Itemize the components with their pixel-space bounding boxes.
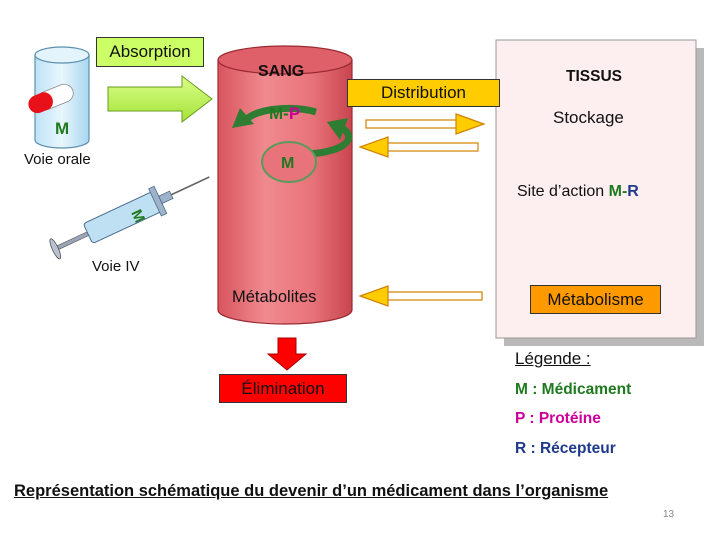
pill-icon (28, 83, 74, 114)
page-number: 13 (663, 509, 675, 520)
tissue-title: TISSUS (566, 68, 622, 85)
metabolism-arrow-left (358, 285, 483, 307)
complex-p: P (289, 104, 300, 123)
distribution-arrow-left (358, 136, 479, 158)
complex-m: M (269, 104, 283, 123)
complex-dash: - (283, 104, 289, 123)
blood-cylinder (217, 45, 353, 325)
site-action-prefix: Site d’action (517, 183, 609, 200)
cycle-arrowhead-left (232, 108, 254, 128)
iv-route-label: Voie IV (92, 258, 140, 275)
cycle-arrowhead-right (327, 118, 348, 140)
distribution-label: Distribution (347, 79, 500, 107)
absorption-arrow (107, 74, 213, 124)
blood-title: SANG (258, 63, 304, 80)
legend-item-proteine: P : Protéine (515, 410, 601, 427)
storage-label: Stockage (553, 108, 624, 127)
site-action-r: R (627, 183, 639, 200)
legend-item-recepteur: R : Récepteur (515, 440, 616, 457)
site-action-label: Site d’action M-R (517, 183, 639, 200)
site-action-dash: - (622, 183, 627, 200)
syringe-icon (49, 176, 210, 260)
absorption-label: Absorption (96, 37, 204, 67)
elimination-label: Élimination (219, 374, 347, 403)
elimination-arrow (266, 337, 308, 371)
figure-caption: Représentation schématique du devenir d’… (14, 482, 609, 500)
oral-pill-letter: M (55, 119, 69, 138)
legend-title: Légende : (515, 349, 591, 368)
metabolism-label: Métabolisme (530, 285, 661, 314)
legend-item-medicament: M : Médicament (515, 381, 632, 398)
complex-label: M-P (269, 104, 300, 123)
metabolites-label: Métabolites (232, 288, 316, 306)
free-drug-circle (261, 141, 317, 183)
distribution-arrow-right (365, 113, 486, 135)
free-drug-letter: M (281, 155, 294, 172)
oral-route-label: Voie orale (24, 151, 91, 168)
site-action-m: M (609, 183, 622, 200)
